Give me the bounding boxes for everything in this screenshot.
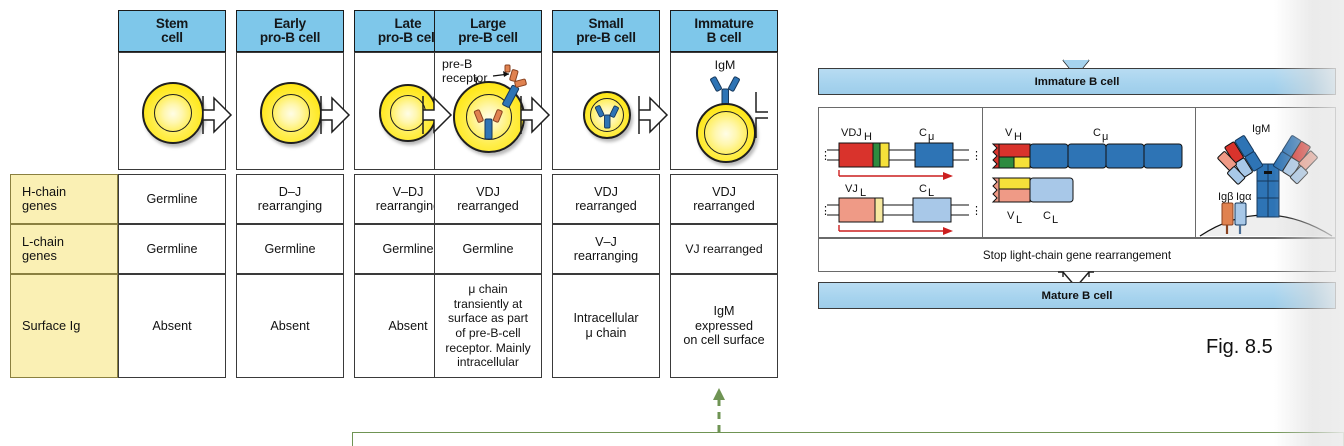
table-cell: VDJ rearranged [552,174,660,224]
column-header-early-pro-b: Early pro-B cell [236,10,344,52]
column-header-stem: Stem cell [118,10,226,52]
svg-text:L: L [928,187,934,199]
svg-text:C: C [919,183,927,195]
table-cell: Intracellular μ chain [552,274,660,378]
table-cell: Germline [434,224,542,274]
table-cell: D–J rearranging [236,174,344,224]
figure-label: Fig. 8.5 [1206,336,1273,358]
svg-text:L: L [1052,214,1058,226]
column-title-line2: pro-B cell [259,30,321,45]
banner-text: Mature B cell [1041,289,1113,302]
column-title-line1: Immature [694,15,754,31]
svg-text:L: L [1016,214,1022,226]
svg-text:C: C [919,127,927,139]
table-cell: V–J rearranging [552,224,660,274]
gene-rearrangement-diagram: VDJ H C μ ⋮ ⋮ VJ L C [820,127,982,235]
column-title-line2: pre-B cell [576,30,636,45]
table-cell: Germline [118,224,226,274]
svg-text:⋮: ⋮ [820,205,831,217]
table-cell: VDJ rearranged [670,174,778,224]
svg-text:H: H [1014,131,1022,143]
protein-chain-diagram: V H C μ V L C L [991,127,1183,226]
svg-text:VJ: VJ [845,183,858,195]
arrow-large-to-small [520,96,551,134]
column-title-line1: Stem [155,15,189,31]
table-cell: Germline [236,224,344,274]
green-callout-box [352,432,1344,446]
green-dashed-arrow [713,388,725,432]
svg-text:⋮: ⋮ [971,205,982,217]
table-cell: Germline [118,174,226,224]
row-label-l-chain-genes: L-chain genes [10,224,118,274]
svg-text:VDJ: VDJ [841,127,862,139]
svg-text:L: L [860,187,866,199]
column-title-line2: cell [161,30,183,45]
column-header-large-pre-b: Large pre-B cell [434,10,542,52]
column-title-line2: pre-B cell [458,30,518,45]
mature-b-cell-banner: Mature B cell [818,282,1336,309]
pre-b-receptor-internal-icon [473,109,503,140]
table-cell: Absent [236,274,344,378]
panel-divider-2 [1195,108,1197,239]
svg-text:⋮: ⋮ [971,150,982,162]
column-title-line1: Small [588,15,624,31]
svg-text:V: V [1007,210,1015,222]
arrow-stem-to-early [202,96,233,134]
cell-illustration-large-pre-b: pre-B receptor [434,52,542,170]
banner-text: Immature B cell [1034,75,1120,88]
column-header-immature-b: Immature B cell [670,10,778,52]
table-cell: IgM expressed on cell surface [670,274,778,378]
immature-to-mature-panel: Immature B cell VDJ H C μ ⋮ ⋮ [818,59,1336,314]
column-title-line2: B cell [706,30,742,45]
ig-beta-label: Igβ [1218,191,1234,203]
arrow-small-to-immature [638,96,669,134]
arrow-immature-exit [755,92,768,138]
arrow-early-to-late [320,96,351,134]
column-title-line1: Late [394,15,422,31]
table-cell: VJ rearranged [670,224,778,274]
igm-label: IgM [714,58,736,72]
pre-b-receptor-surface-icon [502,64,527,108]
panel-body: VDJ H C μ ⋮ ⋮ VJ L C [818,107,1336,239]
table-cell: μ chain transiently at surface as part o… [434,274,542,378]
surface-igm-icon [710,76,740,106]
arrow-late-to-large [422,96,453,134]
cell-illustration-immature-b: IgM [670,52,778,170]
igm-title: IgM [1252,123,1270,135]
svg-text:V: V [1005,127,1013,139]
svg-text:μ: μ [928,131,934,143]
svg-text:C: C [1043,210,1051,222]
cell-illustration-small-pre-b [552,52,660,170]
column-title-line1: Early [273,15,306,31]
column-title-line1: Large [470,15,506,31]
table-cell: VDJ rearranged [434,174,542,224]
intracellular-igm-icon [594,105,619,129]
svg-text:⋮: ⋮ [820,150,831,162]
ig-alpha-label: Igα [1236,191,1252,203]
column-header-small-pre-b: Small pre-B cell [552,10,660,52]
stop-rearrangement-bar: Stop light-chain gene rearrangement [818,238,1336,272]
svg-text:C: C [1093,127,1101,139]
immature-b-cell-banner: Immature B cell [818,68,1336,95]
panel-divider-1 [982,108,984,239]
svg-text:μ: μ [1102,131,1108,143]
surface-igm-receptor-diagram: IgM [1199,123,1333,237]
b-cell-development-table: Stem cell Early pro-B cell Late pro-B ce… [10,10,778,378]
column-title-line2: pro-B cell [377,30,439,45]
stop-text: Stop light-chain gene rearrangement [982,248,1172,262]
row-label-h-chain-genes: H-chain genes [10,174,118,224]
svg-text:H: H [864,131,872,143]
row-label-surface-ig: Surface Ig [10,274,118,378]
table-cell: Absent [118,274,226,378]
